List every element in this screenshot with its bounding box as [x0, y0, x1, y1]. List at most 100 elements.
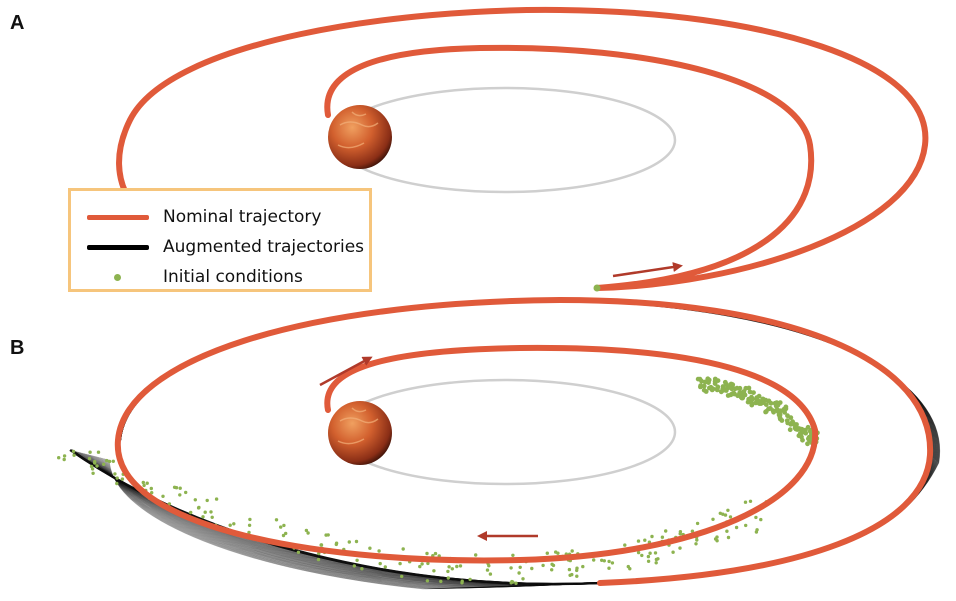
initial-condition-dot — [455, 565, 458, 568]
initial-condition-dot — [379, 562, 382, 565]
initial-condition-dot — [776, 409, 781, 414]
legend-swatch-augmented — [87, 245, 149, 250]
initial-condition-dot — [550, 563, 553, 566]
initial-condition-dot — [439, 580, 442, 583]
initial-condition-dot — [446, 570, 449, 573]
initial-condition-dot — [744, 501, 747, 504]
initial-condition-dot — [305, 529, 308, 532]
initial-condition-dot — [179, 487, 182, 490]
initial-condition-dot — [197, 506, 200, 509]
initial-condition-dot — [735, 526, 738, 529]
initial-condition-dot — [715, 535, 718, 538]
initial-condition-dot — [750, 397, 755, 402]
initial-condition-dot — [721, 386, 726, 391]
initial-condition-dot — [204, 511, 207, 514]
initial-condition-dot — [751, 390, 756, 395]
initial-condition-dot — [215, 497, 218, 500]
initial-condition-dot — [398, 562, 401, 565]
initial-condition-dot — [57, 456, 60, 459]
initial-condition-dot — [744, 524, 747, 527]
initial-condition-dot — [803, 431, 808, 436]
initial-condition-dot — [459, 564, 462, 567]
initial-condition-dot — [546, 552, 549, 555]
initial-condition-dot — [749, 401, 754, 406]
initial-condition-dot — [206, 499, 209, 502]
initial-condition-dot — [150, 487, 153, 490]
initial-condition-dot — [90, 465, 93, 468]
initial-condition-dot — [355, 540, 358, 543]
initial-condition-dot — [248, 524, 251, 527]
initial-condition-dot — [694, 542, 697, 545]
initial-condition-dot — [611, 561, 614, 564]
initial-condition-dot — [790, 420, 795, 425]
initial-condition-dot — [759, 518, 762, 521]
panel-label-a: A — [10, 12, 24, 35]
initial-condition-dot — [550, 568, 553, 571]
planet-b — [328, 401, 392, 465]
initial-condition-dot — [95, 464, 98, 467]
initial-condition-dot — [806, 425, 811, 430]
initial-condition-dot — [91, 472, 94, 475]
initial-condition-dot — [317, 558, 320, 561]
initial-condition-dot — [377, 549, 380, 552]
initial-condition-dot — [360, 567, 363, 570]
initial-condition-dot — [211, 516, 214, 519]
initial-condition-dot — [541, 564, 544, 567]
initial-condition-dot — [368, 547, 371, 550]
initial-condition-dot — [727, 536, 730, 539]
initial-condition-dot — [568, 568, 571, 571]
initial-condition-dot — [418, 565, 421, 568]
initial-condition-dot — [568, 574, 571, 577]
initial-condition-dot — [607, 567, 610, 570]
initial-condition-dot — [447, 565, 450, 568]
initial-condition-dot — [384, 565, 387, 568]
initial-condition-dot — [425, 552, 428, 555]
initial-condition-dot — [592, 558, 595, 561]
initial-condition-dot — [161, 495, 164, 498]
initial-condition-dot — [402, 547, 405, 550]
initial-condition-dot — [189, 511, 192, 514]
initial-condition-dot — [105, 459, 108, 462]
initial-condition-dot — [773, 401, 778, 406]
initial-condition-dot — [489, 572, 492, 575]
panel-b — [57, 300, 940, 589]
initial-condition-dot — [353, 564, 356, 567]
initial-condition-dot — [184, 491, 187, 494]
initial-condition-dot — [696, 522, 699, 525]
legend-label: Initial conditions — [163, 267, 303, 287]
initial-condition-dot — [785, 421, 790, 426]
initial-condition-dot — [554, 550, 557, 553]
legend-swatch-initial — [114, 274, 121, 281]
initial-condition-dot — [767, 406, 772, 411]
initial-condition-dot — [623, 543, 626, 546]
initial-condition-dot — [420, 562, 423, 565]
initial-condition-dot — [146, 482, 149, 485]
initial-condition-dot — [93, 461, 96, 464]
initial-condition-dot — [282, 534, 285, 537]
direction-arrow-a — [613, 266, 680, 276]
initial-condition-dot — [739, 395, 744, 400]
initial-condition-dot — [510, 581, 513, 584]
initial-condition-dot — [795, 427, 800, 432]
direction-arrow-b1 — [320, 358, 370, 385]
initial-condition-dot — [655, 558, 658, 561]
initial-condition-dot — [201, 515, 204, 518]
initial-condition-dot — [805, 441, 810, 446]
initial-condition-dot — [643, 539, 646, 542]
initial-condition-dot — [806, 436, 811, 441]
initial-condition-dot — [575, 567, 578, 570]
initial-condition-dot-a — [594, 285, 601, 292]
legend-item-nominal: Nominal trajectory — [71, 203, 369, 231]
legend-swatch-nominal — [87, 215, 149, 220]
initial-condition-dot — [637, 539, 640, 542]
initial-condition-dot — [664, 529, 667, 532]
initial-condition-dot — [517, 571, 520, 574]
initial-condition-dot — [209, 510, 212, 513]
initial-condition-dot — [112, 460, 115, 463]
initial-condition-dot — [678, 546, 681, 549]
initial-condition-dot — [248, 518, 251, 521]
initial-condition-dot — [729, 382, 734, 387]
initial-condition-dot — [297, 551, 300, 554]
initial-condition-dot — [711, 387, 716, 392]
initial-condition-dot — [679, 532, 682, 535]
